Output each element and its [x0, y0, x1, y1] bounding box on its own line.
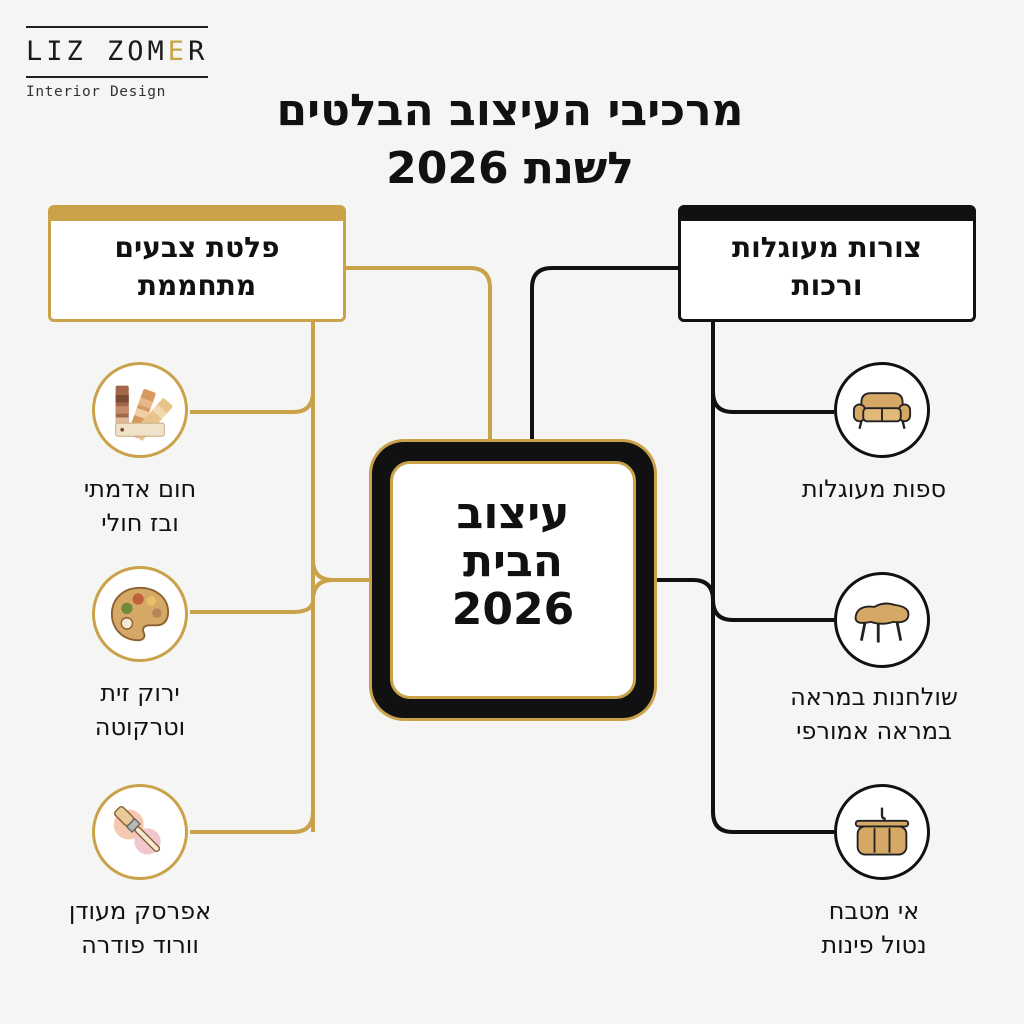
category-box-rounded-shapes: צורות מעוגלות ורכות — [678, 205, 976, 322]
item-label-soft-peach: אפרסק מעודן וורוד פודרה — [68, 897, 212, 959]
item-label-rounded-sofas: ספות מעוגלות — [801, 475, 947, 503]
item-label-olive-green: ירוק זית וטרקוטה — [94, 679, 186, 741]
sofa-icon — [834, 362, 930, 458]
logo-middle-rule — [26, 76, 208, 78]
category-title-line-2: מתחממת — [137, 269, 257, 302]
title-line-2: לשנת 2026 — [386, 143, 634, 194]
logo-top-rule — [26, 26, 208, 28]
item-label-kitchen-island: אי מטבח נטול פינות — [821, 897, 927, 959]
logo-wordmark: LIZ ZOMER — [26, 36, 209, 67]
color-swatches-icon — [92, 362, 188, 458]
title-line-1: מרכיבי העיצוב הבלטים — [276, 85, 744, 136]
page-title: מרכיבי העיצוב הבלטים לשנת 2026 — [240, 82, 780, 198]
center-line-2: הבית — [462, 536, 564, 587]
center-node — [390, 461, 636, 699]
category-title-line-2: ורכות — [791, 269, 863, 302]
item-label-earthy-brown: חום אדמתי ובז חולי — [83, 475, 197, 537]
paint-palette-icon — [92, 566, 188, 662]
kitchen-island-icon — [834, 784, 930, 880]
category-title-line-1: פלטת צבעים — [114, 231, 280, 264]
table-icon — [834, 572, 930, 668]
center-line-3: 2026 — [451, 584, 575, 635]
item-label-amorphous-tables: שולחנות במראה במראה אמורפי — [790, 683, 958, 745]
logo-subtitle: Interior Design — [26, 84, 166, 100]
category-box-warming-palette: פלטת צבעים מתחממת — [48, 205, 346, 322]
category-title-line-1: צורות מעוגלות — [732, 231, 922, 264]
center-line-1: עיצוב — [456, 488, 570, 539]
center-node-label: עיצוב הבית 2026 — [390, 490, 636, 634]
paint-brush-icon — [92, 784, 188, 880]
